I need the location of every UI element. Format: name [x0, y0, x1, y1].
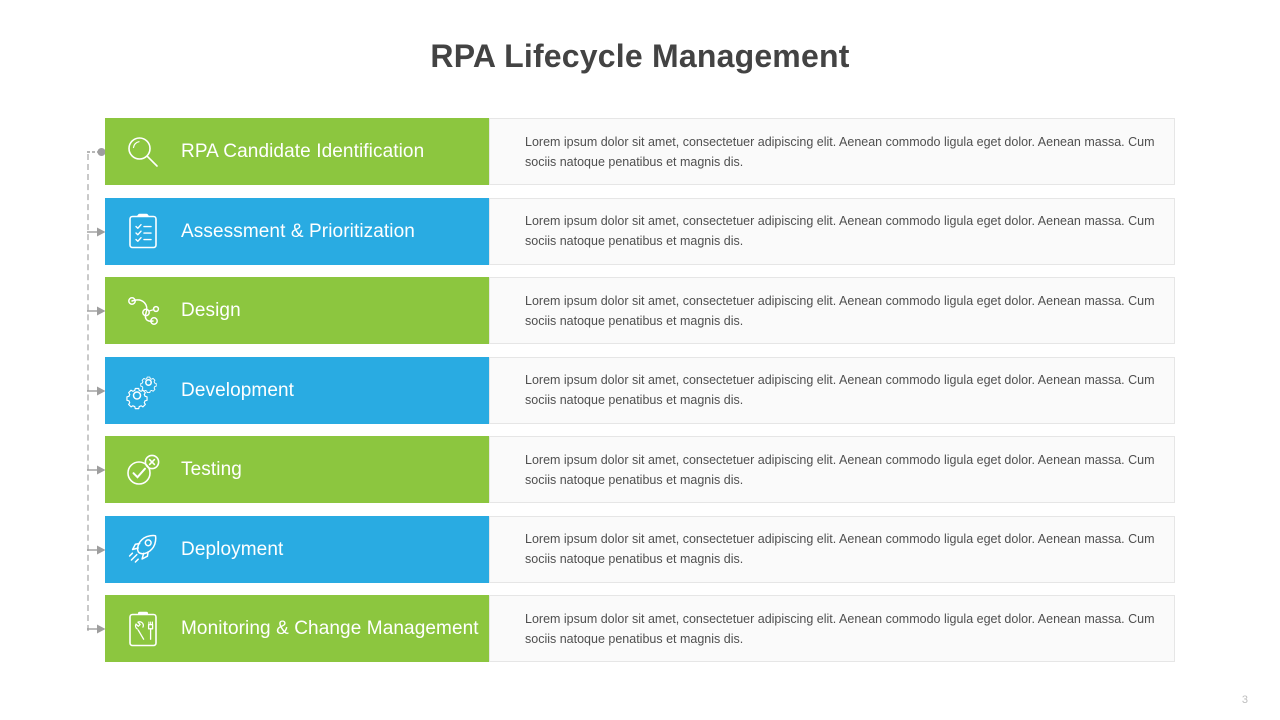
lifecycle-row: Deployment Lorem ipsum dolor sit amet, c… — [0, 515, 1280, 583]
rocket-icon — [105, 516, 181, 583]
lifecycle-row: RPA Candidate Identification Lorem ipsum… — [0, 118, 1280, 185]
description-panel-5: Lorem ipsum dolor sit amet, consectetuer… — [489, 436, 1175, 503]
lifecycle-row: Development Lorem ipsum dolor sit amet, … — [0, 356, 1280, 424]
description-text: Lorem ipsum dolor sit amet, consectetuer… — [525, 134, 1155, 169]
check-and-cross-circles-icon — [105, 436, 181, 503]
description-text: Lorem ipsum dolor sit amet, consectetuer… — [525, 214, 1155, 248]
stage-band-4[interactable]: Development — [105, 356, 489, 424]
description-text: Lorem ipsum dolor sit amet, consectetuer… — [525, 532, 1155, 566]
page-number: 3 — [1241, 694, 1248, 706]
connector-rail — [87, 154, 89, 631]
description-panel-6: Lorem ipsum dolor sit amet, consectetuer… — [489, 515, 1175, 583]
connector-arrow-icon — [87, 226, 106, 238]
gears-icon — [105, 357, 181, 424]
stage-label: Assessment & Prioritization — [181, 220, 415, 242]
stage-band-3[interactable]: Design — [105, 277, 489, 344]
description-panel-3: Lorem ipsum dolor sit amet, consectetuer… — [489, 277, 1175, 344]
stage-band-7[interactable]: Monitoring & Change Management — [105, 595, 489, 662]
magnifier-icon — [105, 118, 181, 185]
connector-arrow-icon — [87, 385, 106, 397]
connector-arrow-icon — [87, 464, 106, 476]
stage-band-6[interactable]: Deployment — [105, 515, 489, 583]
bezier-path-icon — [105, 277, 181, 344]
lifecycle-row: Assessment & Prioritization Lorem ipsum … — [0, 197, 1280, 265]
description-text: Lorem ipsum dolor sit amet, consectetuer… — [525, 293, 1155, 328]
stage-label: Testing — [181, 459, 242, 480]
lifecycle-row: Monitoring & Change Management Lorem ips… — [0, 595, 1280, 662]
lifecycle-row: Testing Lorem ipsum dolor sit amet, cons… — [0, 436, 1280, 503]
stage-band-2[interactable]: Assessment & Prioritization — [105, 197, 489, 265]
clipboard-tools-icon — [105, 595, 181, 662]
stage-label: RPA Candidate Identification — [181, 141, 425, 162]
rpa-lifecycle-diagram: RPA Candidate Identification Lorem ipsum… — [0, 118, 1280, 663]
lifecycle-row: Design Lorem ipsum dolor sit amet, conse… — [0, 277, 1280, 344]
description-panel-2: Lorem ipsum dolor sit amet, consectetuer… — [489, 197, 1175, 265]
connector-arrow-icon — [87, 305, 106, 317]
description-panel-1: Lorem ipsum dolor sit amet, consectetuer… — [489, 118, 1175, 185]
connector-arrow-icon — [87, 623, 106, 635]
description-text: Lorem ipsum dolor sit amet, consectetuer… — [525, 452, 1155, 487]
connector-arrow-icon — [87, 544, 106, 556]
description-text: Lorem ipsum dolor sit amet, consectetuer… — [525, 611, 1155, 646]
stage-band-5[interactable]: Testing — [105, 436, 489, 503]
connector-dot-icon — [87, 146, 106, 158]
description-panel-7: Lorem ipsum dolor sit amet, consectetuer… — [489, 595, 1175, 662]
stage-label: Deployment — [181, 538, 284, 560]
description-panel-4: Lorem ipsum dolor sit amet, consectetuer… — [489, 356, 1175, 424]
clipboard-checklist-icon — [105, 198, 181, 265]
page-title: RPA Lifecycle Management — [430, 38, 850, 74]
description-text: Lorem ipsum dolor sit amet, consectetuer… — [525, 373, 1155, 407]
stage-label: Development — [181, 379, 295, 401]
stage-band-1[interactable]: RPA Candidate Identification — [105, 118, 489, 185]
stage-label: Monitoring & Change Management — [181, 618, 479, 639]
stage-label: Design — [181, 300, 241, 321]
